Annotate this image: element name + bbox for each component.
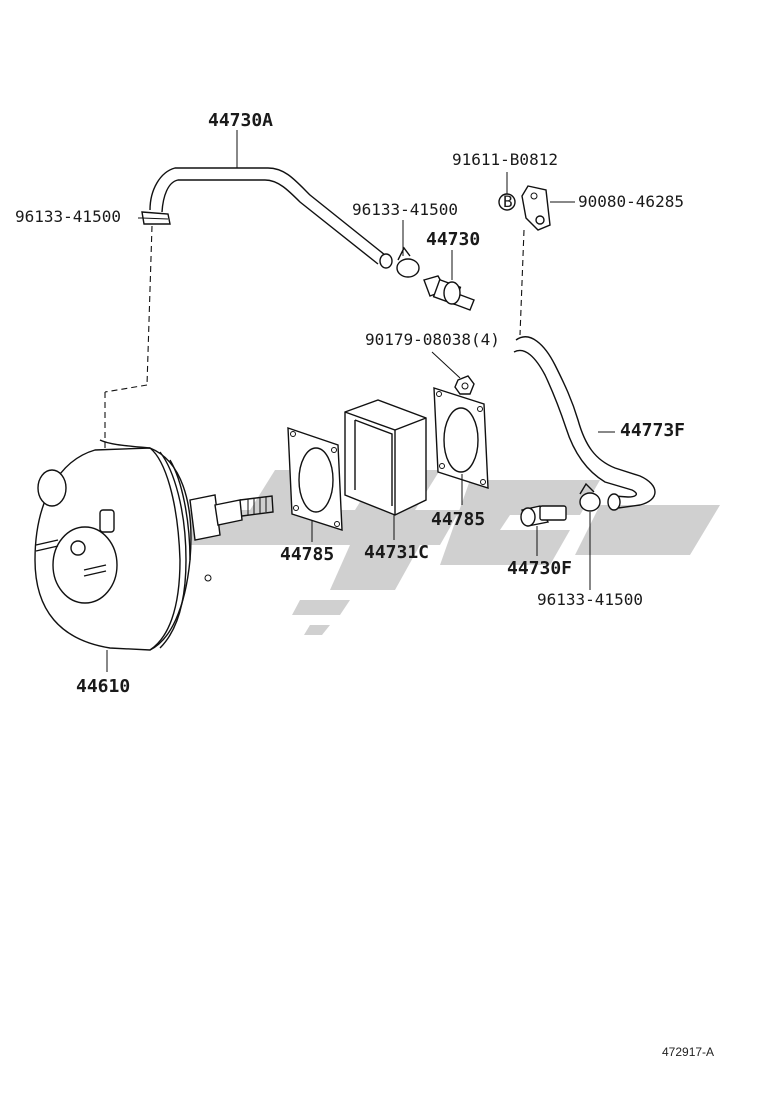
label-90179-08038: 90179-08038(4) [365,330,500,349]
label-91611-B0812: 91611-B0812 [452,150,558,169]
label-44730A: 44730A [208,110,273,131]
clamp-mid [396,246,420,278]
hose-44730A [149,167,393,269]
label-96133-41500-left: 96133-41500 [15,207,121,226]
spacer-44731C [344,399,427,516]
figure-number: 472917-A [662,1045,714,1059]
label-44785-right: 44785 [431,509,485,530]
gasket-44785-right [433,387,489,489]
label-96133-41500-mid: 96133-41500 [352,200,458,219]
check-valve-44730 [423,275,475,311]
label-90080-46285: 90080-46285 [578,192,684,211]
nut-90179 [454,375,475,395]
clamp-right [579,482,601,512]
valve-44730F [520,505,567,527]
hose-44773F [513,336,656,511]
label-44730F: 44730F [507,558,572,579]
clamp-left [141,211,171,225]
callout-badge-b: B [503,192,513,211]
gasket-44785-left [287,427,343,531]
brake-booster-44610 [34,439,274,651]
label-44731C: 44731C [364,542,429,563]
bracket-90080 [521,185,551,231]
label-44610: 44610 [76,676,130,697]
label-44773F: 44773F [620,420,685,441]
label-44730: 44730 [426,229,480,250]
label-96133-41500-right: 96133-41500 [537,590,643,609]
label-44785-left: 44785 [280,544,334,565]
